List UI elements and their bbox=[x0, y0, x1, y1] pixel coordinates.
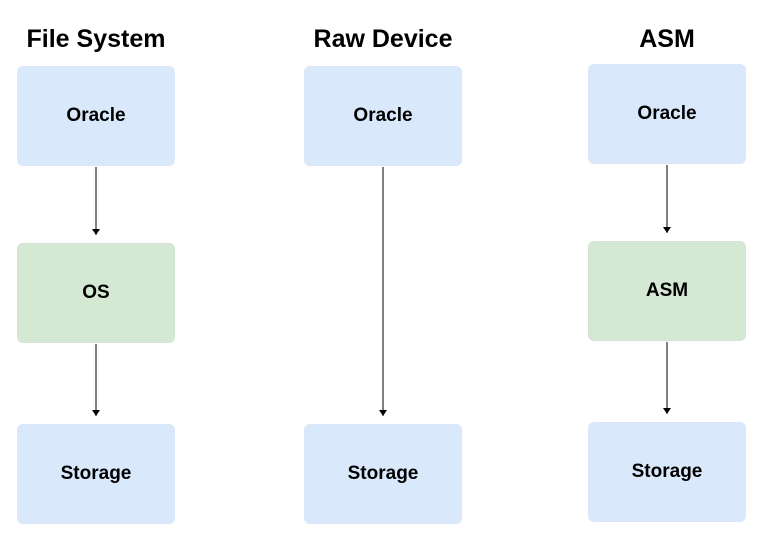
fs-storage-box: Storage bbox=[17, 424, 175, 524]
fs-oracle-box: Oracle bbox=[17, 66, 175, 166]
raw-oracle-box: Oracle bbox=[304, 66, 462, 166]
fs-os-box: OS bbox=[17, 243, 175, 343]
title-file-system: File System bbox=[26, 25, 166, 53]
raw-storage-box: Storage bbox=[304, 424, 462, 524]
title-raw-device: Raw Device bbox=[313, 25, 453, 53]
title-asm: ASM bbox=[639, 25, 695, 53]
asm-asm-box: ASM bbox=[588, 241, 746, 341]
asm-oracle-box: Oracle bbox=[588, 64, 746, 164]
asm-storage-box: Storage bbox=[588, 422, 746, 522]
